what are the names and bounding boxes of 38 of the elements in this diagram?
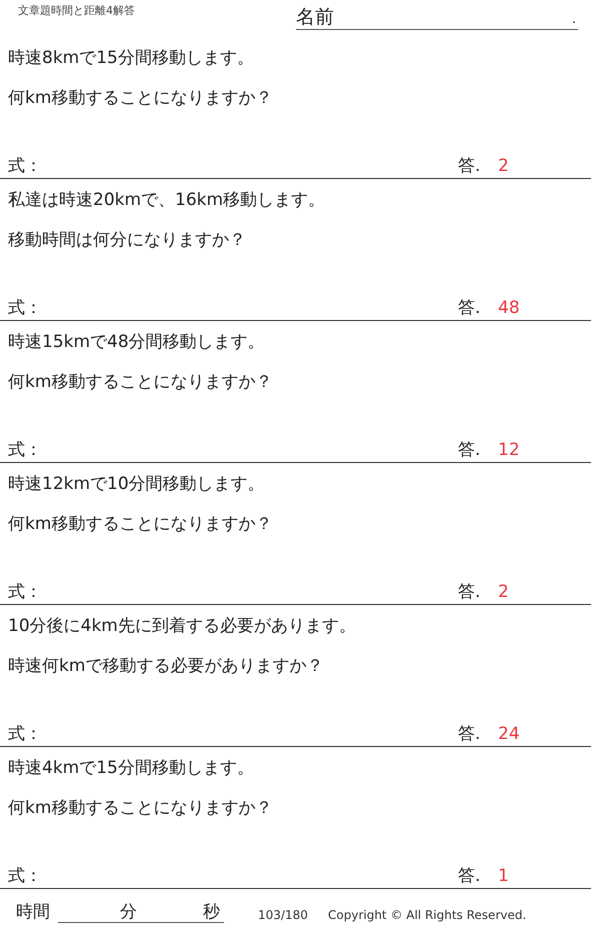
formula-label: 式： <box>8 298 42 318</box>
question-text: 時速12kmで10分間移動します。 <box>8 474 265 494</box>
name-label: 名前 <box>296 6 334 29</box>
seconds-label: 秒 <box>203 902 220 922</box>
worksheet-title: 文章題時間と距離4解答 <box>18 4 135 18</box>
answer-label: 答. <box>458 582 480 602</box>
answer-value: 12 <box>498 440 520 460</box>
formula-label: 式： <box>8 582 42 602</box>
copyright-notice: Copyright © All Rights Reserved. <box>328 908 526 922</box>
question-text: 何km移動することになりますか？ <box>8 88 272 108</box>
question-text: 時速8kmで15分間移動します。 <box>8 48 254 68</box>
time-label: 時間 <box>16 902 50 922</box>
page-number: 103/180 <box>258 908 308 922</box>
answer-value: 48 <box>498 298 520 318</box>
question-text: 何km移動することになりますか？ <box>8 514 272 534</box>
answer-value: 2 <box>498 156 509 176</box>
question-text: 何km移動することになりますか？ <box>8 798 272 818</box>
question-text: 10分後に4km先に到着する必要があります。 <box>8 616 356 636</box>
minutes-label: 分 <box>120 902 137 922</box>
formula-label: 式： <box>8 156 42 176</box>
formula-label: 式： <box>8 724 42 744</box>
answer-label: 答. <box>458 866 480 886</box>
question-text: 何km移動することになりますか？ <box>8 372 272 392</box>
formula-label: 式： <box>8 440 42 460</box>
question-text: 移動時間は何分になりますか？ <box>8 230 246 250</box>
question-text: 時速4kmで15分間移動します。 <box>8 758 254 778</box>
answer-label: 答. <box>458 298 480 318</box>
question-text: 時速何kmで移動する必要がありますか？ <box>8 656 324 676</box>
answer-value: 2 <box>498 582 509 602</box>
answer-value: 24 <box>498 724 520 744</box>
question-text: 時速15kmで48分間移動します。 <box>8 332 265 352</box>
answer-label: 答. <box>458 440 480 460</box>
formula-label: 式： <box>8 866 42 886</box>
answer-label: 答. <box>458 156 480 176</box>
answer-label: 答. <box>458 724 480 744</box>
name-line-end: . <box>572 12 576 28</box>
question-text: 私達は時速20kmで、16km移動します。 <box>8 190 326 210</box>
answer-value: 1 <box>498 866 509 886</box>
